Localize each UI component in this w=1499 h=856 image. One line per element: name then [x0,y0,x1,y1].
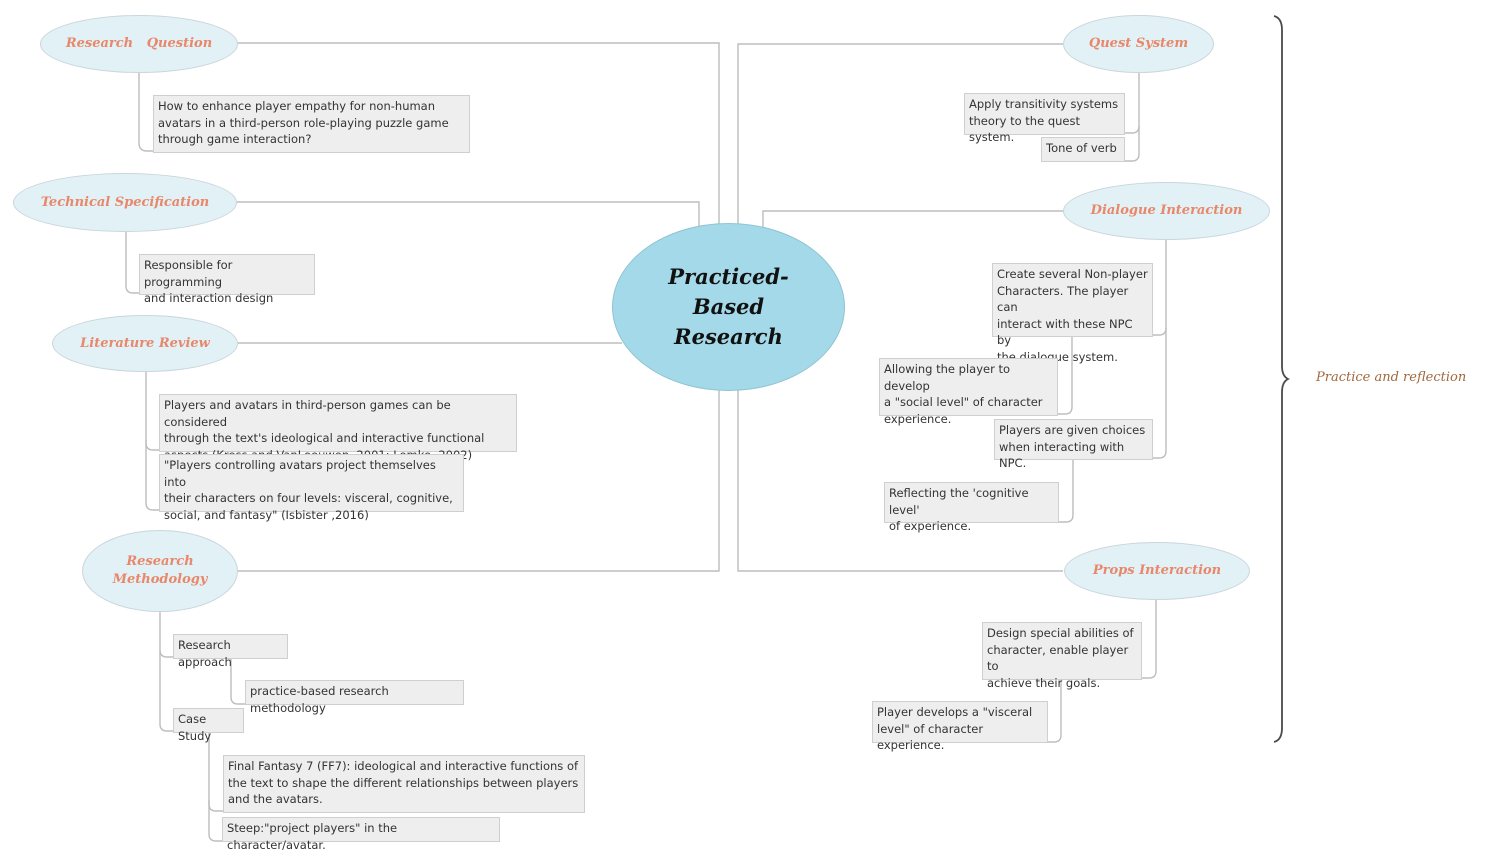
note-technical-specification[interactable]: Responsible for programming and interact… [139,254,315,305]
topic-research-methodology-label: Research Methodology [112,554,208,587]
practice-and-reflection-label: Practice and reflection [1316,370,1467,385]
topic-research-question-label: Research Question [65,36,213,51]
note-quest-system-2[interactable]: Tone of verb [1041,137,1125,162]
topic-research-question[interactable]: Research Question [40,15,238,73]
topic-props-interaction[interactable]: Props Interaction [1064,542,1250,600]
topic-quest-system[interactable]: Quest System [1063,15,1214,73]
note-dialogue-interaction-1[interactable]: Create several Non-player Characters. Th… [992,263,1153,364]
central-topic[interactable]: Practiced- Based Research [612,223,845,391]
topic-literature-review[interactable]: Literature Review [52,315,238,372]
note-props-interaction-2[interactable]: Player develops a "visceral level" of ch… [872,701,1048,752]
topic-technical-specification-label: Technical Specification [40,194,210,210]
topic-research-methodology[interactable]: Research Methodology [82,530,238,612]
note-dialogue-interaction-4[interactable]: Reflecting the 'cognitive level' of expe… [884,482,1059,533]
note-literature-review-1[interactable]: Players and avatars in third-person game… [159,394,517,462]
note-case-study-steep[interactable]: Steep:"project players" in the character… [222,817,500,852]
note-case-study-ff7[interactable]: Final Fantasy 7 (FF7): ideological and i… [223,755,585,813]
note-practice-based-methodology[interactable]: practice-based research methodology [245,680,464,715]
note-research-approach[interactable]: Research approach [173,634,288,669]
note-dialogue-interaction-2[interactable]: Allowing the player to develop a "social… [879,358,1058,426]
topic-quest-system-label: Quest System [1088,36,1189,51]
topic-literature-review-label: Literature Review [80,335,210,351]
note-case-study[interactable]: Case Study [173,708,244,743]
topic-technical-specification[interactable]: Technical Specification [13,173,237,232]
note-literature-review-2[interactable]: "Players controlling avatars project the… [159,454,464,522]
note-research-question[interactable]: How to enhance player empathy for non-hu… [153,95,470,153]
note-quest-system-1[interactable]: Apply transitivity systems theory to the… [964,93,1125,144]
topic-dialogue-interaction[interactable]: Dialogue Interaction [1063,182,1270,240]
central-topic-title: Practiced- Based Research [668,264,789,349]
note-dialogue-interaction-3[interactable]: Players are given choices when interacti… [994,419,1153,470]
note-props-interaction-1[interactable]: Design special abilities of character, e… [982,622,1142,690]
topic-dialogue-interaction-label: Dialogue Interaction [1090,203,1243,218]
topic-props-interaction-label: Props Interaction [1092,563,1222,578]
curly-brace [1273,15,1291,743]
